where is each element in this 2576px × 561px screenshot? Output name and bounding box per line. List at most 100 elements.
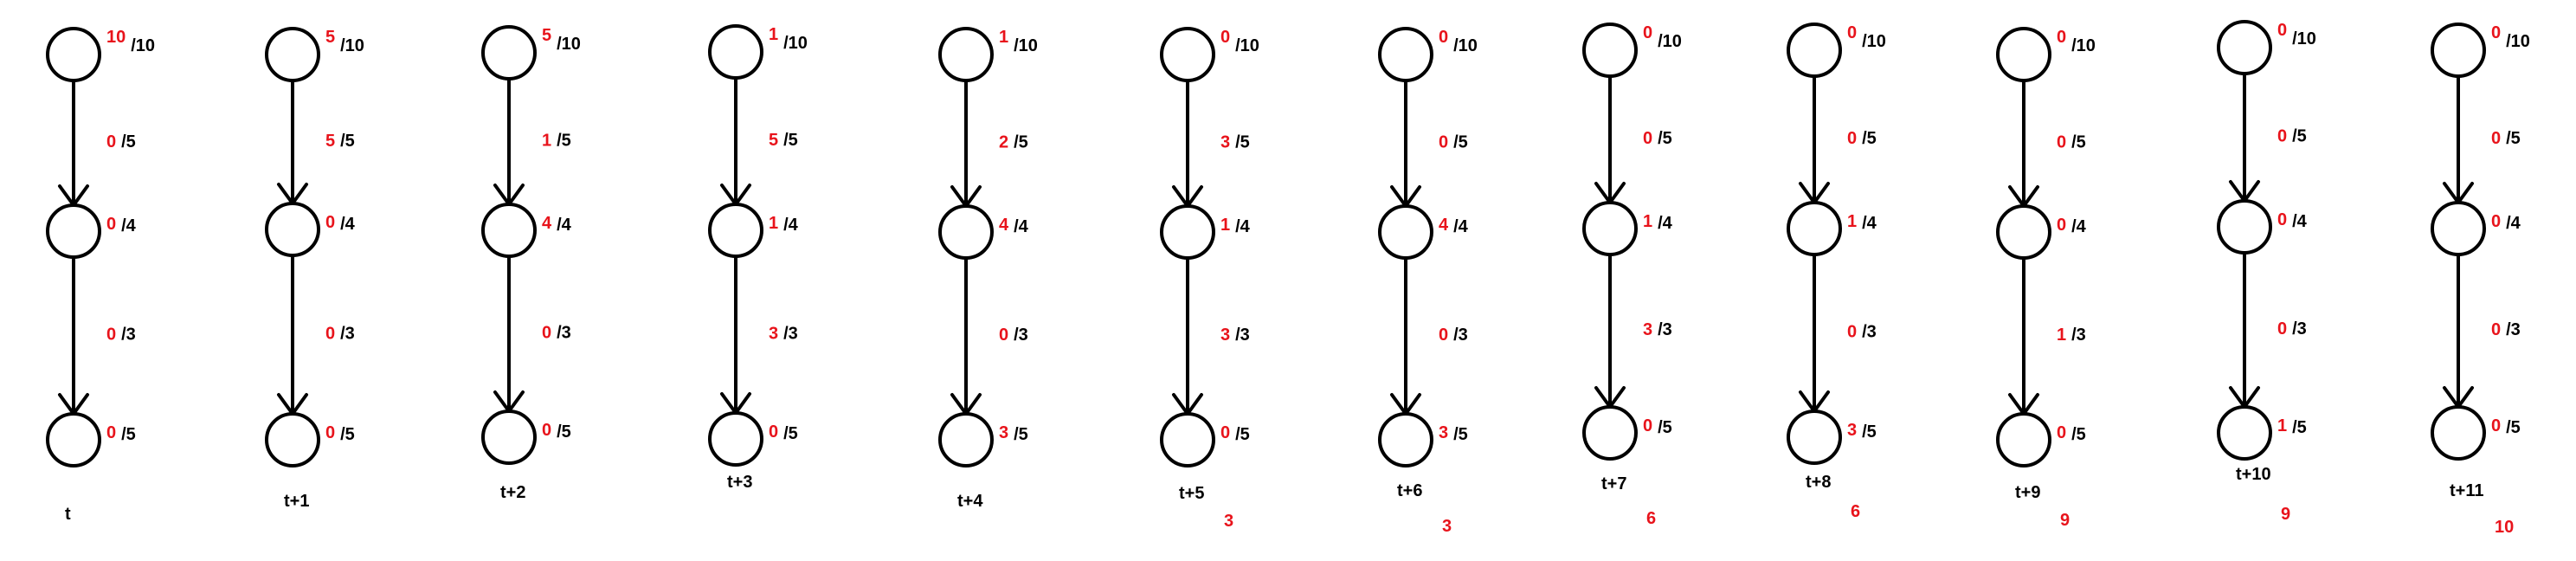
edge-capacity: /5 <box>1014 133 1028 152</box>
edge-capacity: /3 <box>1658 320 1672 339</box>
node-capacity: /4 <box>1862 214 1877 233</box>
edge-flow-value: 3 <box>769 325 778 344</box>
node-level-value: 0 <box>2491 23 2501 42</box>
node-level-value: 0 <box>1439 28 1448 47</box>
node-circle <box>46 203 101 259</box>
node-circle <box>708 203 763 258</box>
edge-capacity: /5 <box>557 132 571 151</box>
node-circle <box>708 411 763 467</box>
node-level-value: 1 <box>1643 212 1652 231</box>
edge-flow-value: 0 <box>542 324 551 343</box>
node-circle <box>2431 23 2486 78</box>
node-circle <box>481 203 537 258</box>
node-capacity: /5 <box>2071 425 2086 444</box>
edge-flow-value: 3 <box>1643 320 1652 339</box>
node-circle <box>1160 27 1215 82</box>
node-level-value: 5 <box>325 28 335 47</box>
node-level-value: 0 <box>1643 416 1652 435</box>
edge-flow-value: 3 <box>1220 133 1230 152</box>
node-capacity: /5 <box>2506 418 2521 437</box>
edge-capacity: /5 <box>2506 129 2521 148</box>
node-capacity: /4 <box>783 216 799 235</box>
node-capacity: /10 <box>783 34 808 53</box>
node-capacity: /10 <box>2071 36 2096 55</box>
edge-capacity: /5 <box>340 132 355 151</box>
node-circle <box>2431 201 2486 256</box>
node-circle <box>1787 23 1842 78</box>
time-step-label: t+4 <box>957 492 983 511</box>
edge-capacity: /5 <box>121 132 136 152</box>
node-circle <box>1787 409 1842 465</box>
node-level-value: 5 <box>542 26 551 45</box>
node-circle <box>1582 405 1638 461</box>
edge-flow-value: 0 <box>1439 326 1448 345</box>
node-level-value: 0 <box>2277 210 2287 229</box>
edge-capacity: /5 <box>1862 129 1877 148</box>
node-capacity: /5 <box>1862 422 1877 442</box>
node-circle <box>481 25 537 81</box>
node-level-value: 0 <box>106 423 116 442</box>
node-level-value: 4 <box>542 214 552 233</box>
edge-capacity: /3 <box>1453 326 1468 345</box>
time-step-label: t <box>65 505 71 524</box>
node-circle <box>46 412 101 468</box>
node-capacity: /10 <box>1862 32 1886 51</box>
node-level-value: 4 <box>999 216 1009 235</box>
node-circle <box>481 409 537 465</box>
node-circle <box>1996 204 2051 260</box>
node-capacity: /5 <box>1235 425 1250 444</box>
edge-capacity: /5 <box>1453 133 1468 152</box>
edge-capacity: /5 <box>1235 133 1250 152</box>
edge-flow-value: 0 <box>106 326 116 345</box>
edge-flow-value: 1 <box>542 132 551 151</box>
node-level-value: 1 <box>769 25 778 44</box>
node-level-value: 3 <box>1439 423 1448 442</box>
edge-capacity: /3 <box>1014 326 1028 345</box>
edge-flow-value: 0 <box>2491 320 2501 339</box>
node-capacity: /5 <box>121 425 136 444</box>
node-capacity: /5 <box>340 425 355 444</box>
node-circle <box>2217 20 2272 75</box>
node-capacity: /4 <box>1014 217 1029 236</box>
node-circle <box>1378 27 1433 82</box>
node-circle <box>1996 412 2051 468</box>
edge-flow-value: 3 <box>1220 326 1230 345</box>
edge-capacity: /3 <box>2292 319 2307 339</box>
node-circle <box>1378 412 1433 468</box>
node-circle <box>1787 201 1842 256</box>
time-step-label: t+3 <box>727 473 752 492</box>
node-level-value: 3 <box>1847 421 1857 440</box>
node-circle <box>2431 405 2486 461</box>
edge-capacity: /3 <box>2071 326 2086 345</box>
node-capacity: /5 <box>1014 425 1028 444</box>
node-capacity: /5 <box>2292 418 2307 437</box>
time-step-label: t+6 <box>1397 481 1422 500</box>
node-capacity: /5 <box>1658 418 1672 437</box>
node-circle <box>938 204 994 260</box>
node-capacity: /10 <box>131 36 155 55</box>
edge-capacity: /5 <box>783 131 798 150</box>
cumulative-total: 6 <box>1851 502 1860 521</box>
edge-flow-value: 0 <box>999 326 1008 345</box>
node-capacity: /10 <box>2292 29 2316 48</box>
node-circle <box>1160 204 1215 260</box>
edge-flow-value: 1 <box>2057 326 2066 345</box>
time-step-label: t+1 <box>284 492 309 511</box>
node-capacity: /10 <box>2506 32 2530 51</box>
node-level-value: 10 <box>106 28 126 47</box>
node-circle <box>1582 23 1638 78</box>
edge-flow-value: 0 <box>1439 133 1448 152</box>
node-level-value: 0 <box>769 422 778 442</box>
node-level-value: 4 <box>1439 216 1449 235</box>
node-level-value: 0 <box>2491 212 2501 231</box>
node-capacity: /4 <box>340 215 356 234</box>
time-step-label: t+11 <box>2450 481 2483 500</box>
cumulative-total: 9 <box>2060 511 2070 530</box>
cumulative-total: 9 <box>2281 505 2290 524</box>
cumulative-total: 6 <box>1646 509 1656 528</box>
node-capacity: /4 <box>2292 212 2308 231</box>
node-circle <box>265 27 320 82</box>
edge-capacity: /3 <box>1235 326 1250 345</box>
node-capacity: /4 <box>2071 217 2087 236</box>
edge-flow-value: 0 <box>2277 127 2287 146</box>
